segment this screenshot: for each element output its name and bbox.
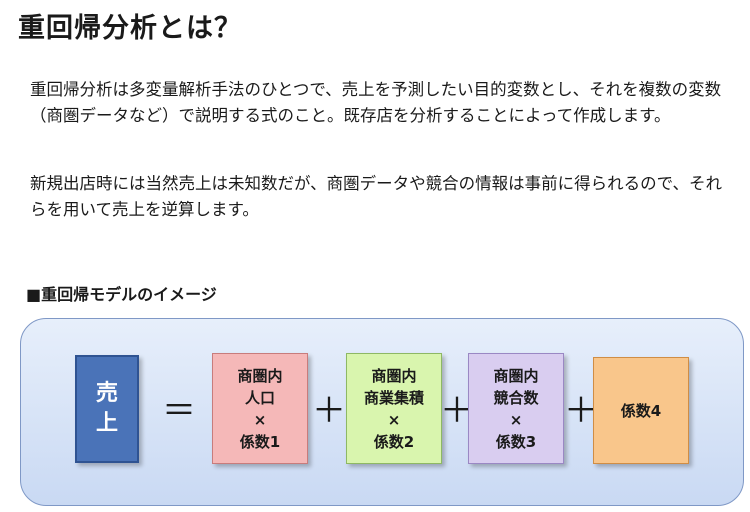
term-line: 商業集積 bbox=[363, 388, 424, 407]
sales-label-line: 上 bbox=[95, 411, 118, 436]
page-title: 重回帰分析とは？ bbox=[18, 13, 242, 44]
equals-sign: ＝ bbox=[162, 391, 196, 431]
term-competitor-box: 商圏内 競合数 × 係数3 bbox=[468, 353, 564, 464]
term-line: 競合数 bbox=[493, 388, 539, 407]
description-paragraph: 重回帰分析は多変量解析手法のひとつで、売上を予測したい目的変数とし、それを複数の… bbox=[30, 80, 722, 125]
term-line: 係数3 bbox=[495, 432, 537, 451]
term-line: × bbox=[509, 410, 523, 429]
term-line: 係数1 bbox=[239, 432, 281, 451]
term-commercial-box: 商圏内 商業集積 × 係数2 bbox=[346, 353, 442, 464]
plus-sign: ＋ bbox=[312, 391, 346, 431]
note-paragraph: 新規出店時には当然売上は未知数だが、商圏データや競合の情報は事前に得られるので、… bbox=[30, 174, 723, 219]
term-constant-box: 係数4 bbox=[593, 357, 689, 464]
term-population-box: 商圏内 人口 × 係数1 bbox=[212, 353, 308, 464]
section-heading: ■重回帰モデルのイメージ bbox=[26, 285, 217, 304]
term-line: 係数2 bbox=[373, 432, 415, 451]
plus-sign: ＋ bbox=[564, 391, 598, 431]
sales-label-line: 売 bbox=[95, 381, 118, 406]
term-line: 商圏内 bbox=[371, 366, 417, 385]
sales-box: 売 上 bbox=[75, 355, 139, 463]
term-line: 商圏内 bbox=[237, 366, 283, 385]
term-line: × bbox=[387, 410, 401, 429]
term-line: 商圏内 bbox=[493, 366, 539, 385]
term-line: × bbox=[253, 410, 267, 429]
term-line: 人口 bbox=[244, 388, 275, 407]
term-line: 係数4 bbox=[620, 401, 662, 420]
